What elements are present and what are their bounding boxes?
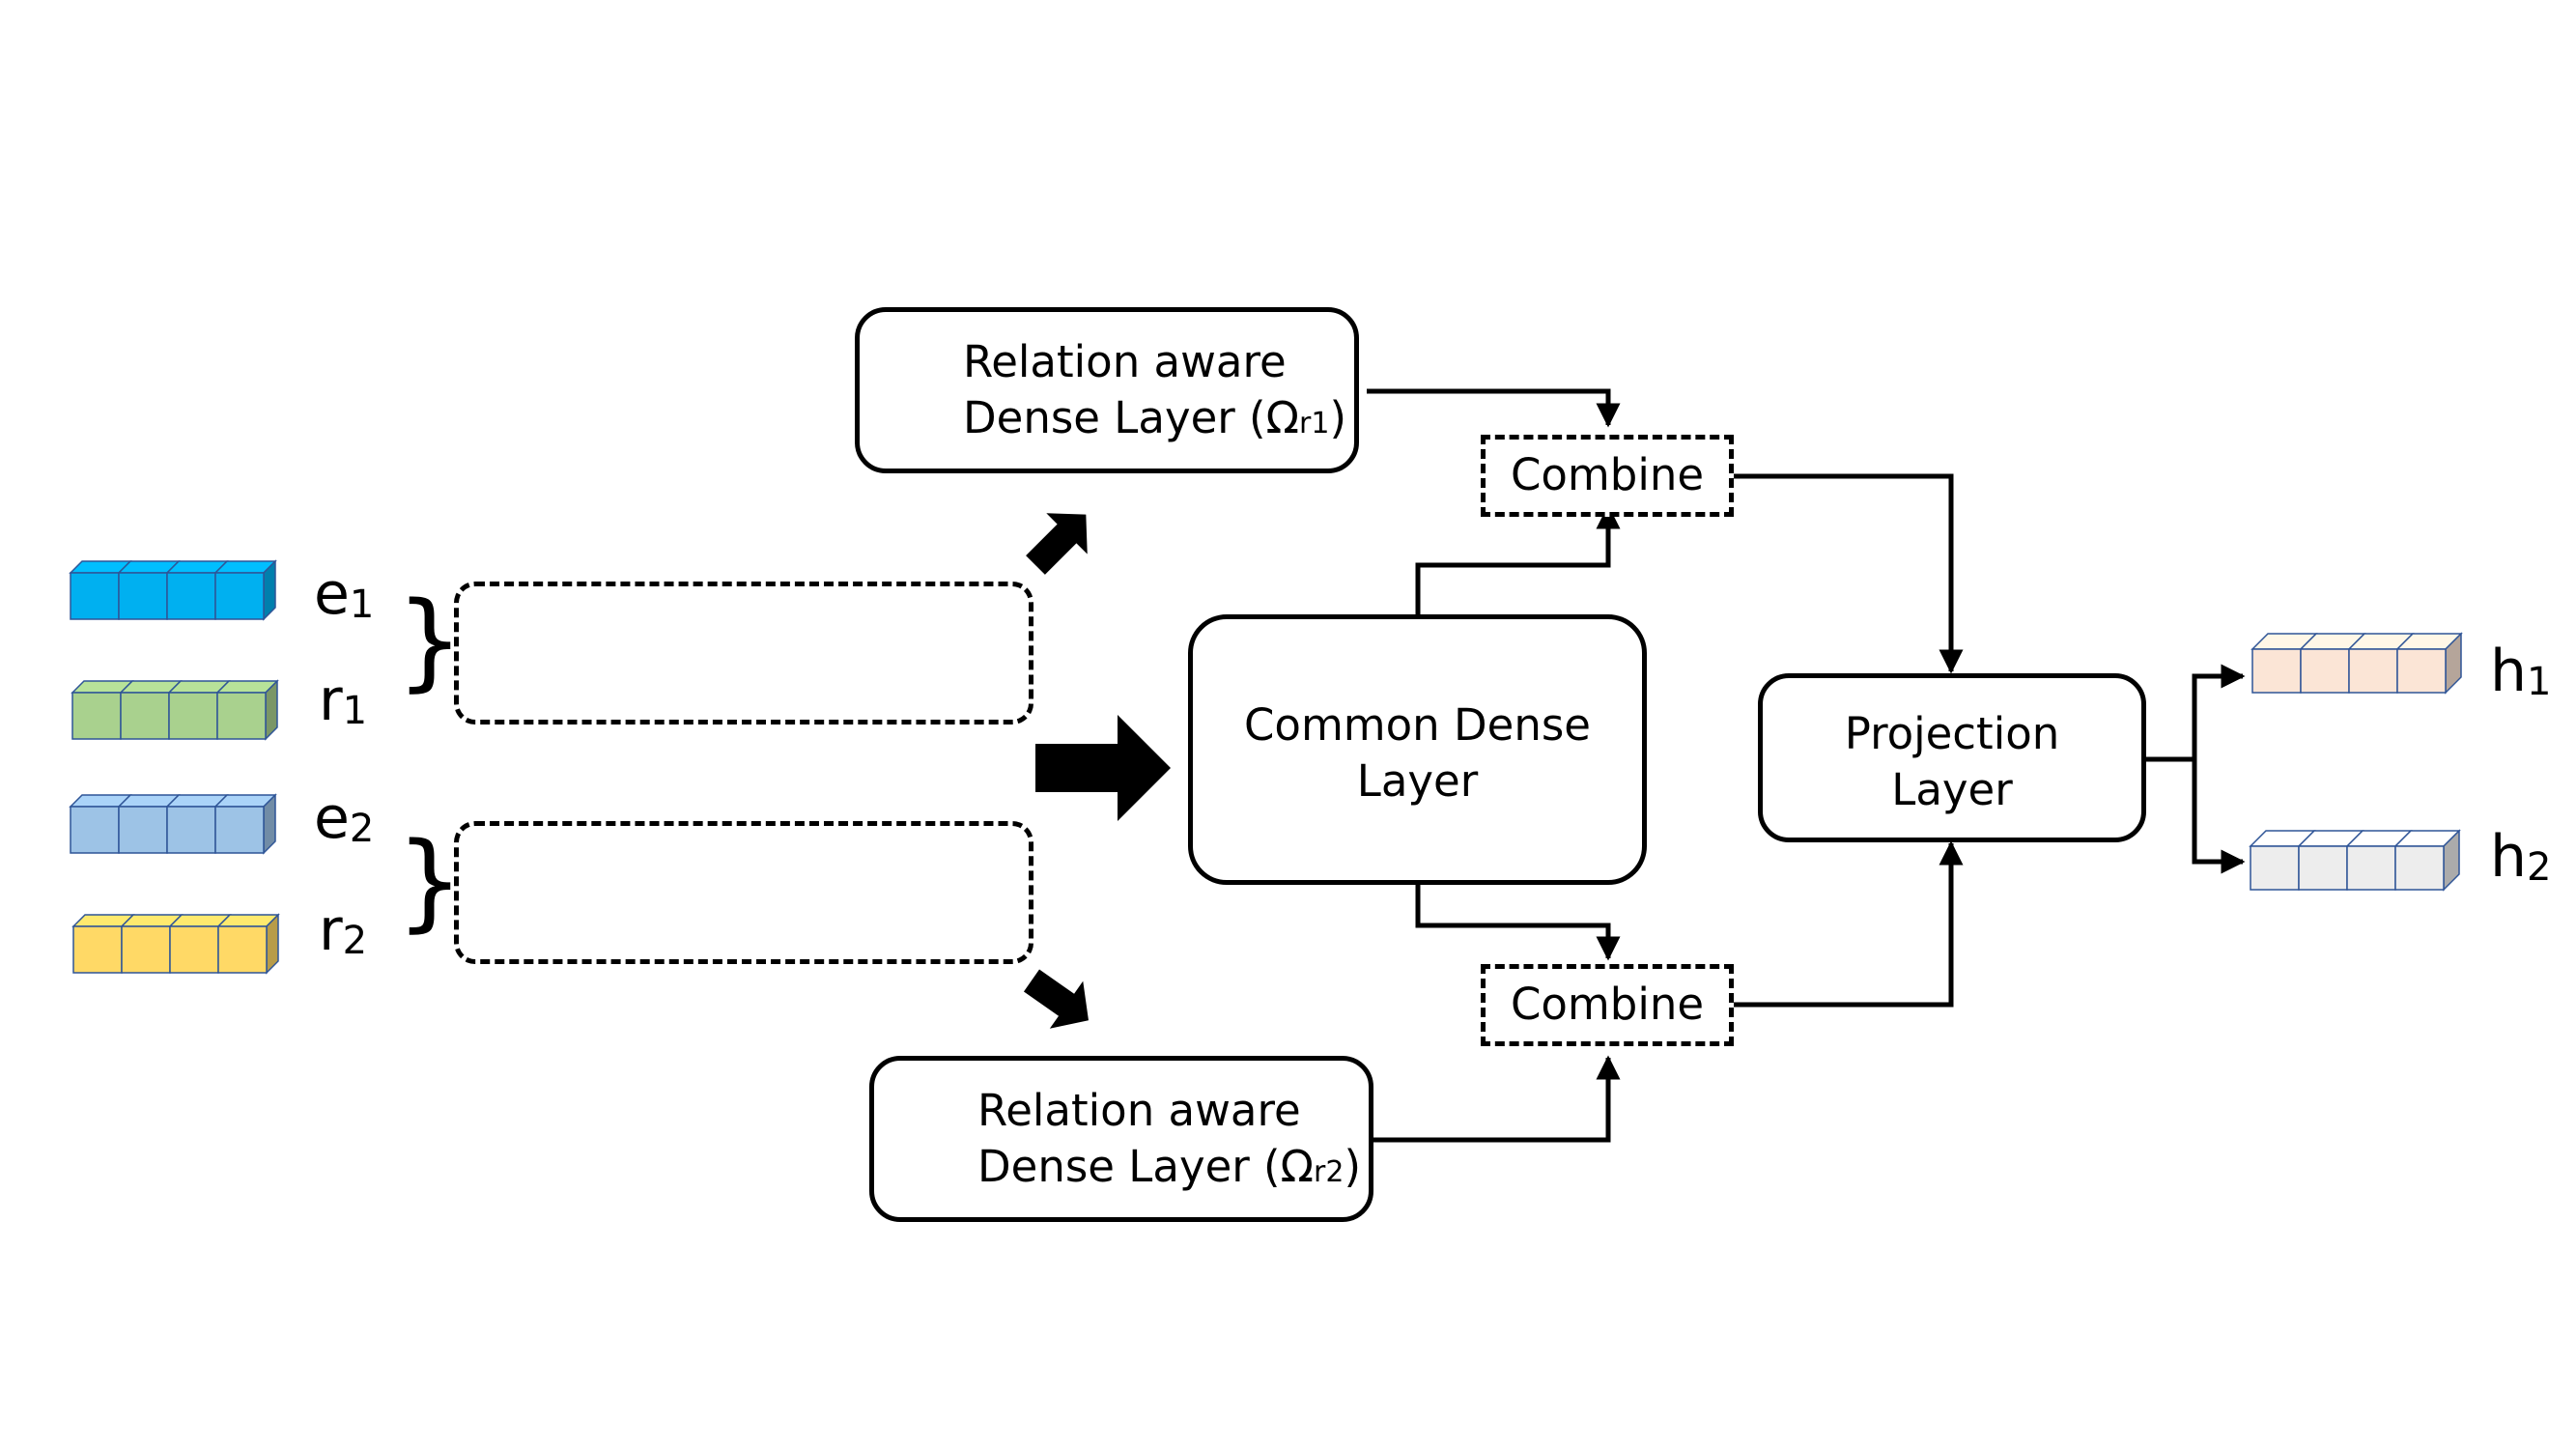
connectors <box>1367 388 2246 1143</box>
vector-r2 <box>71 913 280 975</box>
relation-top-close: ) <box>1329 392 1346 443</box>
label-h2-base: h <box>2490 823 2528 891</box>
vector-e1-cell <box>70 572 120 620</box>
vector-r2-cell <box>121 925 171 974</box>
relation-bottom-sub: r2 <box>1314 1155 1345 1189</box>
vector-r1-cell <box>120 692 170 740</box>
concat-group-1 <box>454 582 1033 724</box>
concat-group-2 <box>454 821 1033 964</box>
arrow-reltop-to-combine-top <box>1367 388 1621 428</box>
vector-h1 <box>2250 632 2463 695</box>
relation-dense-bottom: Relation aware Dense Layer (Ωr2) <box>869 1056 1373 1222</box>
vector-e2-cell <box>118 806 168 854</box>
relation-bottom-text: Dense Layer (Ω <box>977 1141 1315 1192</box>
projection-layer: Projection Layer <box>1758 673 2146 842</box>
vector-r2-cell <box>217 925 268 974</box>
arrow-combine-top-to-projection <box>1734 473 1964 674</box>
vector-r2-cell <box>169 925 219 974</box>
label-r2-sub: 2 <box>342 919 368 963</box>
vector-h2-cell <box>2298 845 2348 891</box>
vector-h2-cell <box>2346 845 2396 891</box>
label-r2: r2 <box>319 896 367 964</box>
brace-1: } <box>396 579 464 702</box>
relation-bottom-close: ) <box>1344 1141 1361 1192</box>
label-r1-base: r <box>319 667 343 734</box>
common-line1: Common Dense <box>1244 699 1591 751</box>
label-r2-base: r <box>319 896 343 964</box>
common-dense-layer: Common Dense Layer <box>1188 614 1647 885</box>
vector-e2-cell <box>166 806 216 854</box>
label-h2-sub: 2 <box>2527 845 2552 890</box>
vector-r1 <box>71 679 279 741</box>
relation-top-text: Dense Layer (Ω <box>963 392 1300 443</box>
common-line2: Layer <box>1356 755 1479 807</box>
label-e1-base: e <box>314 560 350 628</box>
big-arrow-down-right <box>1023 969 1089 1029</box>
label-h2: h2 <box>2490 823 2551 891</box>
brace-2: } <box>396 819 464 943</box>
label-h1-base: h <box>2490 638 2528 705</box>
vector-h1-cell <box>2251 648 2302 694</box>
relation-dense-top: Relation aware Dense Layer (Ωr1) <box>855 307 1359 473</box>
combine-bottom: Combine <box>1481 964 1734 1046</box>
vector-e1-cell <box>166 572 216 620</box>
vector-h2-cell <box>2394 845 2445 891</box>
arrow-to-h1 <box>2192 664 2246 759</box>
combine-top-label: Combine <box>1510 449 1705 500</box>
vector-h1-cell <box>2300 648 2350 694</box>
combine-bottom-label: Combine <box>1510 979 1705 1030</box>
vector-r1-cell <box>216 692 267 740</box>
vector-e1-cell <box>214 572 265 620</box>
arrow-common-to-combine-top <box>1415 504 1621 614</box>
vector-r1-cell <box>168 692 218 740</box>
vector-e2 <box>69 793 277 855</box>
relation-top-sub: r1 <box>1299 407 1330 440</box>
relation-top-line1: Relation aware <box>963 336 1287 387</box>
projection-line1: Projection <box>1844 708 2060 759</box>
vector-h1-cell <box>2348 648 2398 694</box>
big-arrow-up-right <box>1026 513 1088 575</box>
big-arrow-to-common <box>1035 715 1171 821</box>
vector-r2-cell <box>72 925 123 974</box>
vector-e2-cell <box>70 806 120 854</box>
big-arrows <box>1023 513 1171 1029</box>
relation-bottom-line2: Dense Layer (Ωr2) <box>977 1138 1361 1202</box>
label-e1: e1 <box>314 560 374 628</box>
vector-e1-cell <box>118 572 168 620</box>
label-r1-sub: 1 <box>342 689 368 733</box>
arrow-common-to-combine-bottom <box>1415 885 1621 961</box>
relation-top-line2: Dense Layer (Ωr1) <box>963 389 1346 453</box>
arrow-relbottom-to-combine-bottom <box>1372 1055 1621 1143</box>
label-e1-sub: 1 <box>349 582 375 627</box>
label-e2: e2 <box>314 784 374 852</box>
arrow-to-h2 <box>2192 759 2246 874</box>
label-e2-sub: 2 <box>349 807 375 851</box>
vector-e2-cell <box>214 806 265 854</box>
vector-r1-cell <box>71 692 122 740</box>
label-h1-sub: 1 <box>2527 660 2552 704</box>
arrow-combine-bottom-to-projection <box>1734 840 1964 1008</box>
vector-e1 <box>69 559 277 621</box>
projection-line2: Layer <box>1891 764 2013 815</box>
relation-bottom-line1: Relation aware <box>977 1085 1301 1136</box>
vector-h2 <box>2249 829 2461 892</box>
label-r1: r1 <box>319 667 367 734</box>
label-h1: h1 <box>2490 638 2551 705</box>
combine-top: Combine <box>1481 435 1734 517</box>
label-e2-base: e <box>314 784 350 852</box>
vector-h2-cell <box>2250 845 2300 891</box>
vector-h1-cell <box>2396 648 2447 694</box>
